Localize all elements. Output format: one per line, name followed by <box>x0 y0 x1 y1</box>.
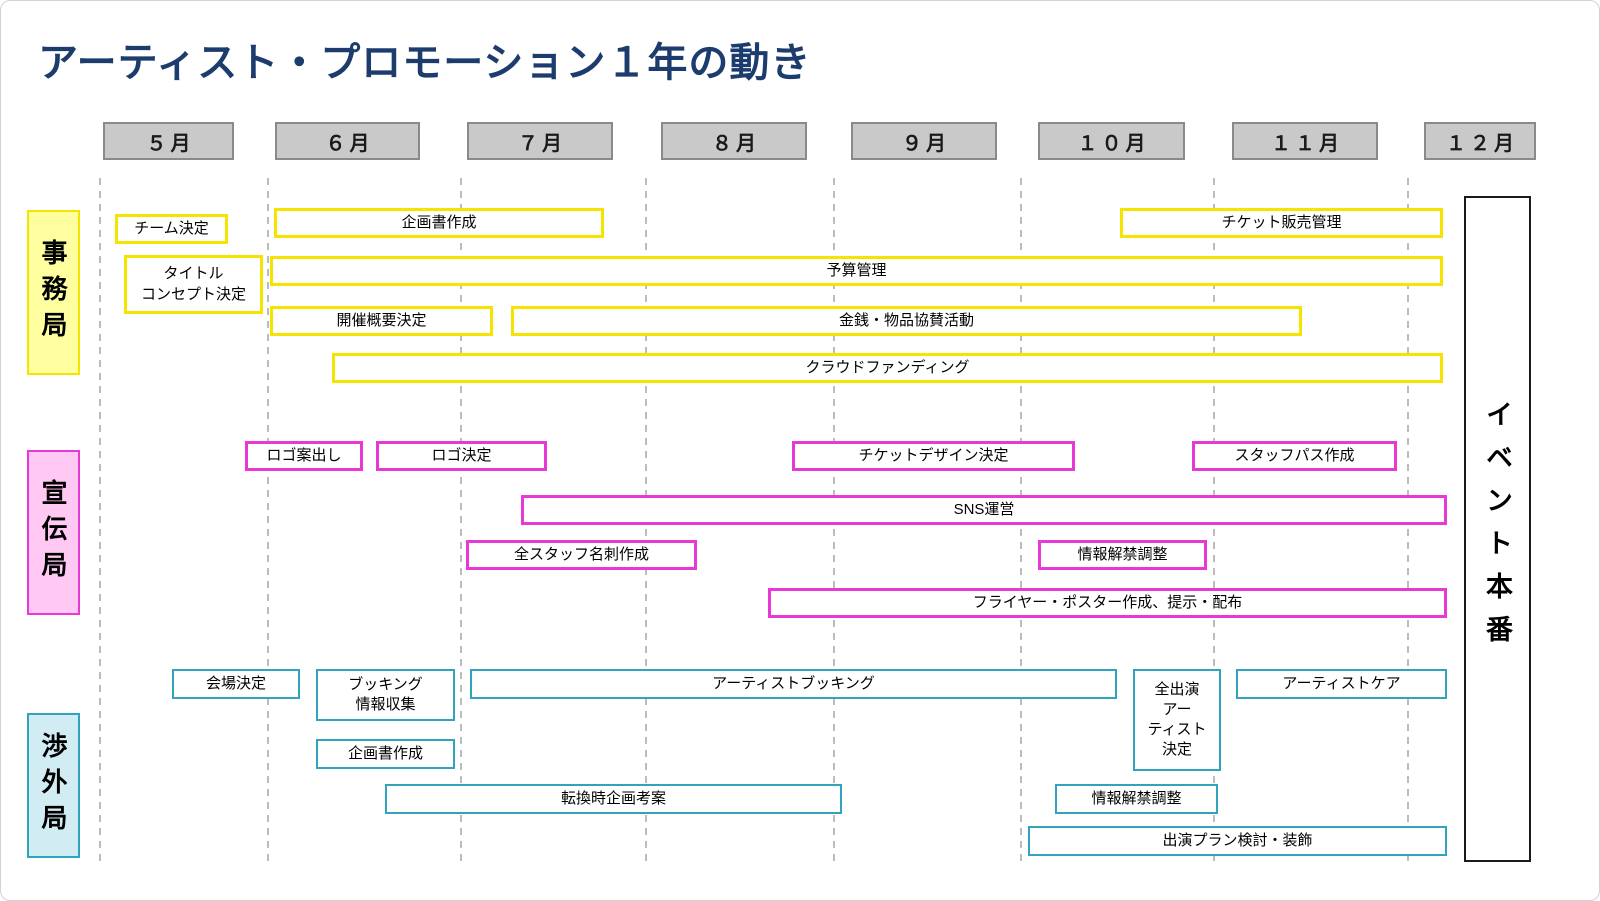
group-label-text: 宣伝局 <box>38 478 68 587</box>
task-bar-label: 金銭・物品協賛活動 <box>838 311 974 329</box>
group-label-shogai: 渉外局 <box>27 713 80 858</box>
task-bar-label: 情報解禁調整 <box>1077 545 1168 563</box>
task-bar-label: 転換時企画考案 <box>560 789 666 807</box>
task-bar: 予算管理 <box>270 256 1443 286</box>
task-bar-label: 企画書作成 <box>401 213 477 231</box>
month-header: ５月 <box>103 122 234 160</box>
group-label-text: 事務局 <box>38 238 68 347</box>
event-main-box: イベント本番 <box>1464 196 1531 862</box>
task-bar: 金銭・物品協賛活動 <box>511 306 1302 336</box>
task-bar-label: 出演プラン検討・装飾 <box>1162 831 1313 849</box>
task-bar: 全スタッフ名刺作成 <box>466 540 697 570</box>
month-label: ６月 <box>325 132 374 155</box>
task-bar-label: チケット販売管理 <box>1221 213 1342 231</box>
task-bar: スタッフパス作成 <box>1192 441 1397 471</box>
month-label: １１月 <box>1271 132 1343 155</box>
task-bar-label: アーティストブッキング <box>712 674 875 692</box>
task-bar: チケット販売管理 <box>1120 208 1443 238</box>
task-bar-label: フライヤー・ポスター作成、提示・配布 <box>972 593 1243 611</box>
task-bar-label: チケットデザイン決定 <box>858 446 1009 464</box>
month-label: １０月 <box>1077 132 1150 155</box>
task-bar: SNS運営 <box>521 495 1447 525</box>
month-label: ８月 <box>712 132 760 155</box>
task-bar-label: アーティストケア <box>1282 674 1401 692</box>
task-bar: チケットデザイン決定 <box>792 441 1075 471</box>
task-bar-label: 情報解禁調整 <box>1091 789 1182 807</box>
task-bar-label: ブッキング 情報収集 <box>348 675 423 713</box>
month-header: ６月 <box>275 122 420 160</box>
task-bar-label: ロゴ決定 <box>431 446 492 464</box>
group-label-jimu: 事務局 <box>27 210 80 375</box>
month-grid-line <box>460 178 462 862</box>
task-bar: アーティストケア <box>1236 669 1447 699</box>
task-bar: チーム決定 <box>115 214 228 244</box>
task-bar: ロゴ案出し <box>245 441 363 471</box>
task-bar: 企画書作成 <box>274 208 604 238</box>
month-header: １０月 <box>1038 122 1185 160</box>
task-bar-label: ロゴ案出し <box>266 446 342 464</box>
month-label: １２月 <box>1446 132 1518 155</box>
task-bar: 開催概要決定 <box>270 306 493 336</box>
task-bar: タイトル コンセプト決定 <box>124 255 263 314</box>
task-bar: 会場決定 <box>172 669 300 699</box>
task-bar-label: 会場決定 <box>205 674 266 692</box>
task-bar-label: チーム決定 <box>134 219 209 237</box>
task-bar-label: 開催概要決定 <box>336 311 427 329</box>
task-bar: ロゴ決定 <box>376 441 547 471</box>
task-bar: ブッキング 情報収集 <box>316 669 455 721</box>
month-label: ９月 <box>902 132 950 155</box>
task-bar-label: SNS運営 <box>953 500 1015 518</box>
group-label-text: 渉外局 <box>38 731 68 840</box>
task-bar-label: 全スタッフ名刺作成 <box>513 545 649 563</box>
month-label: ５月 <box>146 132 195 155</box>
task-bar-label: スタッフパス作成 <box>1234 446 1355 464</box>
month-header: ９月 <box>851 122 997 160</box>
month-label: ７月 <box>518 132 566 155</box>
task-bar: 転換時企画考案 <box>385 784 842 814</box>
task-bar-label: 全出演 アー ティスト 決定 <box>1147 680 1207 759</box>
task-bar-label: クラウドファンディング <box>805 358 970 376</box>
month-grid-line <box>267 178 269 862</box>
task-bar-label: 企画書作成 <box>347 744 423 762</box>
task-bar: クラウドファンディング <box>332 353 1443 383</box>
month-grid-line <box>99 178 101 862</box>
month-header: ７月 <box>467 122 613 160</box>
task-bar: 企画書作成 <box>316 739 455 769</box>
page-title: アーティスト・プロモーション１年の動き <box>38 41 812 85</box>
task-bar: フライヤー・ポスター作成、提示・配布 <box>768 588 1447 618</box>
group-label-senden: 宣伝局 <box>27 450 80 615</box>
task-bar-label: タイトル コンセプト決定 <box>140 265 246 303</box>
month-header: １２月 <box>1424 122 1536 160</box>
task-bar: アーティストブッキング <box>470 669 1117 699</box>
task-bar: 情報解禁調整 <box>1038 540 1207 570</box>
event-main-label: イベント本番 <box>1482 400 1512 658</box>
month-header: ８月 <box>661 122 807 160</box>
month-header: １１月 <box>1232 122 1378 160</box>
task-bar: 出演プラン検討・装飾 <box>1028 826 1447 856</box>
task-bar: 情報解禁調整 <box>1055 784 1218 814</box>
task-bar-label: 予算管理 <box>826 261 887 279</box>
task-bar: 全出演 アー ティスト 決定 <box>1133 669 1221 771</box>
